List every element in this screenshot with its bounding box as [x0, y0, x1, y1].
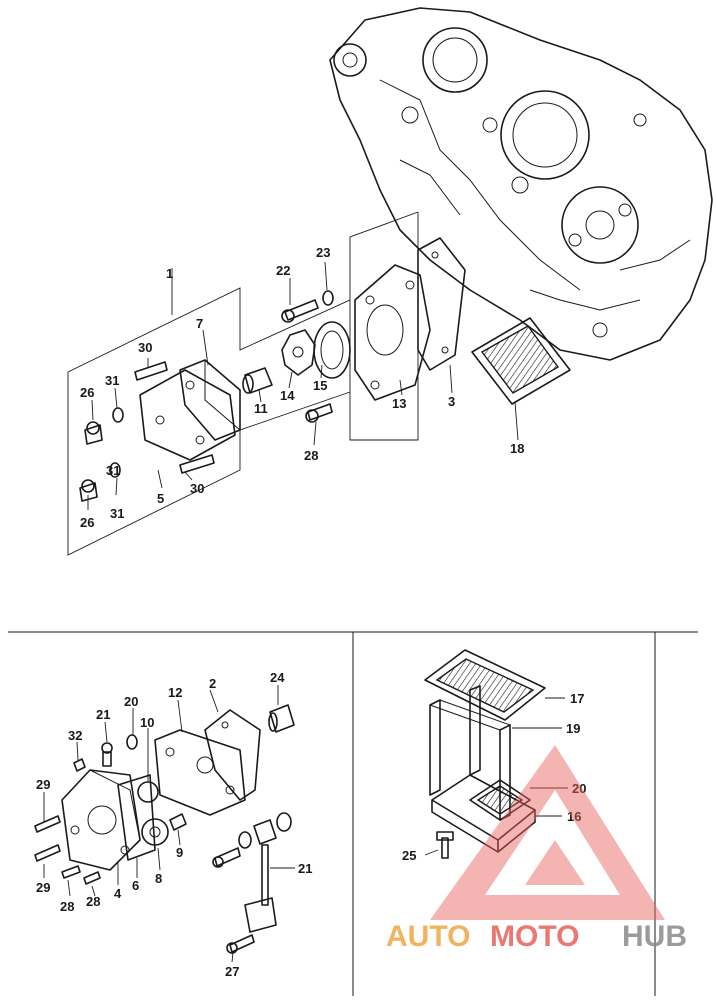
- label-15: 15: [313, 378, 327, 393]
- label-18: 18: [510, 441, 524, 456]
- washer-23: [322, 290, 334, 306]
- label-24: 24: [270, 670, 285, 685]
- watermark-auto: AUTO: [386, 920, 470, 953]
- engine-crankcase: [329, 7, 713, 361]
- label-9: 9: [176, 845, 183, 860]
- screw-29-lower: [34, 844, 61, 862]
- oil-pump-cover-5: [139, 369, 236, 461]
- strainer-base-16: [431, 774, 536, 853]
- dowel-32: [73, 758, 86, 772]
- strainer-screen-18: [471, 317, 571, 405]
- label-28-upper: 28: [304, 448, 318, 463]
- label-8: 8: [155, 871, 162, 886]
- label-2: 2: [209, 676, 216, 691]
- pump-plate-12: [154, 729, 246, 816]
- washer-20-lower: [238, 831, 252, 849]
- label-31-lower: 31: [106, 463, 120, 478]
- label-31-lower-b: 31: [110, 506, 124, 521]
- bolt-26-lower: [79, 479, 98, 502]
- pump-body-4: [61, 769, 141, 871]
- screw-29-upper: [34, 815, 61, 833]
- label-25: 25: [402, 848, 416, 863]
- washer-31-upper: [112, 407, 124, 423]
- pin-9: [169, 813, 187, 831]
- bolt-22: [281, 299, 319, 323]
- label-26-upper: 26: [80, 385, 94, 400]
- oil-pump-assembly-frame: [67, 211, 419, 556]
- label-30-lower: 30: [190, 481, 204, 496]
- watermark-moto: MOTO: [490, 920, 579, 953]
- label-23: 23: [316, 245, 330, 260]
- screw-28-a: [61, 865, 81, 879]
- gasket-3: [417, 237, 466, 371]
- label-20-right: 20: [572, 781, 586, 796]
- pipe-bracket: [244, 844, 277, 933]
- screw-28-b: [83, 871, 101, 885]
- label-14: 14: [280, 388, 295, 403]
- bolt-28-upper: [305, 403, 333, 423]
- bolt-27: [226, 934, 255, 954]
- label-26-lower: 26: [80, 515, 94, 530]
- label-27: 27: [225, 964, 239, 979]
- label-30-upper: 30: [138, 340, 152, 355]
- bolt-30-lower: [179, 454, 215, 474]
- label-7: 7: [196, 316, 203, 331]
- label-28-a: 28: [60, 899, 74, 914]
- bolt-26-upper: [84, 421, 103, 445]
- collar-24: [268, 704, 295, 733]
- label-21-upper: 21: [96, 707, 110, 722]
- label-12: 12: [168, 685, 182, 700]
- label-5: 5: [157, 491, 164, 506]
- gasket-2: [204, 709, 261, 801]
- label-29-upper: 29: [36, 777, 50, 792]
- leader-lines: [43, 261, 568, 963]
- outer-rotor-15: [313, 321, 351, 379]
- label-32: 32: [68, 728, 82, 743]
- label-1: 1: [166, 266, 173, 281]
- bolt-30-upper: [134, 361, 168, 381]
- inner-rotor-14: [281, 329, 316, 376]
- pump-case-6: [117, 774, 156, 861]
- label-28-b: 28: [86, 894, 100, 909]
- label-29-lower: 29: [36, 880, 50, 895]
- watermark: AUTO MOTO HUB: [386, 745, 687, 953]
- bolt-25: [436, 831, 454, 859]
- bolt-21-lower: [212, 847, 241, 868]
- label-22: 22: [276, 263, 290, 278]
- collar-lower: [253, 812, 292, 845]
- label-3: 3: [448, 394, 455, 409]
- label-19: 19: [566, 721, 580, 736]
- drive-gear-8: [141, 818, 169, 846]
- label-21-lower: 21: [298, 861, 312, 876]
- washer-20-upper: [126, 734, 138, 750]
- strainer-screen-17: [424, 649, 546, 721]
- screen-20: [469, 779, 531, 821]
- shaft-11: [242, 367, 273, 394]
- label-10: 10: [140, 715, 154, 730]
- watermark-triangle-logo: [430, 745, 665, 920]
- section-dividers: [8, 631, 698, 996]
- oil-pump-body-7: [179, 359, 241, 441]
- washer-31-lower: [109, 462, 121, 478]
- label-4: 4: [114, 886, 122, 901]
- label-17: 17: [570, 691, 584, 706]
- label-16: 16: [567, 809, 581, 824]
- gear-10: [137, 781, 159, 803]
- label-13: 13: [392, 396, 406, 411]
- label-31-upper: 31: [105, 373, 119, 388]
- watermark-hub: HUB: [622, 920, 687, 953]
- label-11: 11: [254, 401, 268, 416]
- label-20-left: 20: [124, 694, 138, 709]
- label-6: 6: [132, 878, 139, 893]
- bolt-21-upper: [101, 742, 113, 767]
